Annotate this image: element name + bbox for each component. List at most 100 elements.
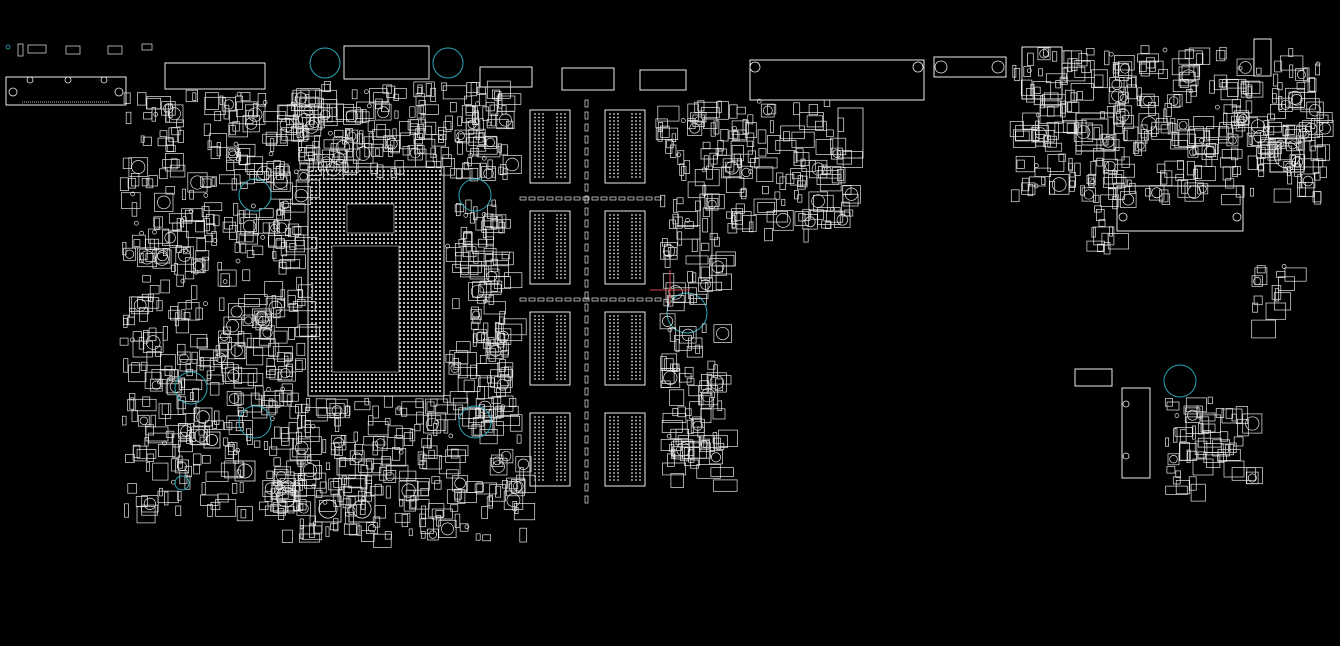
inductor xyxy=(149,378,163,392)
smd-component xyxy=(508,398,517,408)
smd-component xyxy=(795,148,804,162)
smd-component xyxy=(368,415,374,426)
smd-component xyxy=(122,415,127,426)
smd-component xyxy=(240,92,251,102)
smd-component xyxy=(1319,166,1327,178)
smd-component xyxy=(268,232,275,247)
inductor xyxy=(1177,119,1190,132)
inductor xyxy=(262,480,280,497)
smd-component xyxy=(498,166,504,175)
ic-component xyxy=(473,136,498,155)
smd-component xyxy=(472,316,481,325)
smd-component xyxy=(1096,209,1105,222)
via xyxy=(1199,138,1204,143)
ic-component xyxy=(394,512,411,523)
smd-component xyxy=(163,248,168,256)
left-component-cluster[interactable] xyxy=(119,80,536,548)
smd-component xyxy=(341,475,347,486)
smd-component xyxy=(1278,96,1283,110)
smd-component xyxy=(1194,164,1202,180)
smd-component xyxy=(1274,288,1280,302)
ic-component xyxy=(445,247,462,262)
smd-component xyxy=(273,160,281,170)
ic-component xyxy=(1310,145,1326,162)
memory-chip-array[interactable] xyxy=(519,99,662,504)
ic-component xyxy=(233,373,254,389)
ic-component xyxy=(299,147,321,165)
smd-component xyxy=(414,424,421,432)
ic-component xyxy=(217,493,229,503)
right-component-cluster[interactable] xyxy=(1009,45,1334,339)
smd-component xyxy=(1268,144,1278,158)
smd-component xyxy=(223,422,233,431)
smd-component xyxy=(1101,232,1109,246)
mid-right-component-cluster[interactable] xyxy=(655,98,864,492)
smd-component xyxy=(717,100,722,114)
ic-component xyxy=(1300,98,1320,113)
bottom-right-component-cluster[interactable] xyxy=(1164,396,1263,502)
ic-component xyxy=(669,389,685,406)
smd-component xyxy=(213,214,220,227)
ic-component xyxy=(1108,174,1123,190)
top-left-connector-group[interactable] xyxy=(5,43,153,106)
smd-component xyxy=(508,481,519,490)
smd-component xyxy=(139,307,148,322)
ic-component xyxy=(486,118,509,129)
smd-component xyxy=(219,297,225,311)
ic-component xyxy=(273,246,296,262)
smd-component xyxy=(164,491,169,506)
smd-component xyxy=(702,141,711,149)
inductor xyxy=(218,330,231,343)
bottom-right-module[interactable] xyxy=(1074,364,1245,479)
smd-component xyxy=(485,227,495,240)
ic-component xyxy=(374,505,386,519)
smd-component xyxy=(471,424,481,437)
ic-component xyxy=(489,484,506,502)
ic-component xyxy=(400,132,416,150)
top-connector-row[interactable] xyxy=(164,45,1007,101)
ic-component xyxy=(478,377,495,387)
ic-component xyxy=(497,93,522,105)
ic-component xyxy=(265,131,277,146)
ic-component xyxy=(168,213,193,224)
smd-component xyxy=(726,211,734,219)
smd-component xyxy=(364,143,370,158)
smd-component xyxy=(209,382,220,396)
smd-component xyxy=(185,209,193,222)
smd-component xyxy=(1173,428,1178,443)
smd-component xyxy=(454,492,461,502)
smd-component xyxy=(717,139,724,152)
smd-component xyxy=(494,90,502,101)
ic-component xyxy=(386,464,409,479)
smd-component xyxy=(296,299,306,307)
inductor xyxy=(332,137,353,158)
ic-component xyxy=(268,235,282,248)
ic-component xyxy=(338,460,356,479)
ic-component xyxy=(454,352,477,368)
smd-component xyxy=(1108,187,1116,200)
smd-component xyxy=(297,503,304,511)
via xyxy=(222,279,228,284)
inductor xyxy=(245,104,266,125)
smd-component xyxy=(1197,451,1206,459)
cpu-bga-package[interactable] xyxy=(307,166,445,397)
smd-component xyxy=(731,131,740,141)
ic-component xyxy=(1044,142,1063,152)
smd-component xyxy=(1186,449,1191,463)
ic-component xyxy=(446,489,466,504)
smd-component xyxy=(488,494,493,509)
smd-component xyxy=(170,306,178,321)
smd-component xyxy=(670,363,680,372)
smd-component xyxy=(287,506,295,514)
ic-component xyxy=(452,397,469,411)
inductor xyxy=(706,372,727,393)
ic-component xyxy=(1177,179,1196,198)
ic-component xyxy=(185,89,198,103)
smd-component xyxy=(186,435,192,444)
smd-component xyxy=(140,361,148,371)
smd-component xyxy=(359,503,366,515)
smd-component xyxy=(469,168,479,182)
inductor xyxy=(242,115,260,133)
smd-component xyxy=(295,360,303,372)
